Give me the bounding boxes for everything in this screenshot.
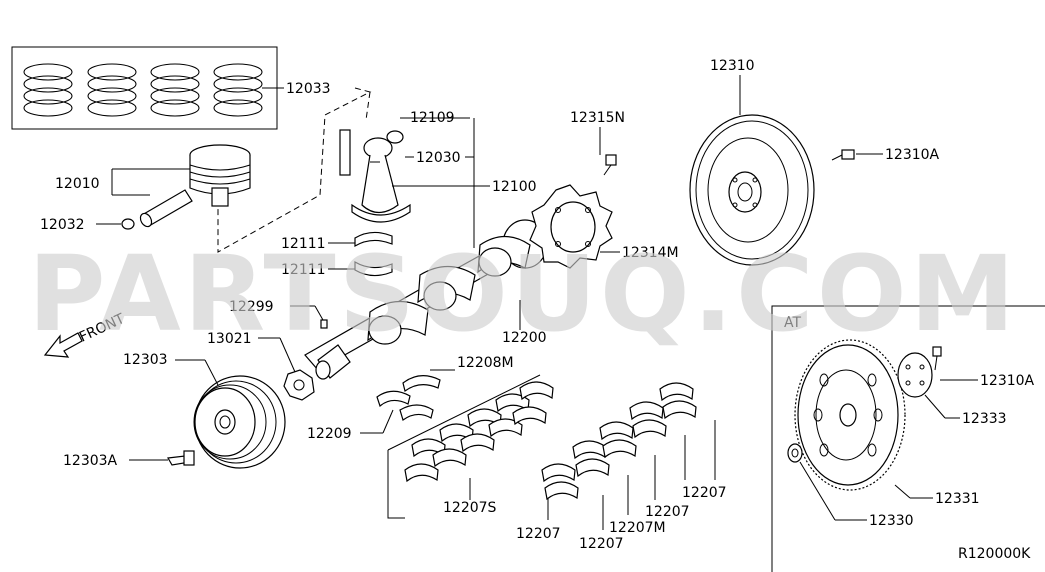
ring-stack-1 xyxy=(23,63,73,117)
piston xyxy=(189,144,251,207)
part-label-12333[interactable]: 12333 xyxy=(962,411,1007,427)
part-label-12207-b[interactable]: 12207 xyxy=(579,536,624,552)
front-arrow-icon xyxy=(43,332,83,358)
part-label-12100[interactable]: 12100 xyxy=(492,179,537,195)
part-label-12315N[interactable]: 12315N xyxy=(570,110,625,126)
piston-pin xyxy=(139,189,193,228)
part-label-12299[interactable]: 12299 xyxy=(229,299,274,315)
part-label-12109[interactable]: 12109 xyxy=(410,110,455,126)
signal-plate-bolt xyxy=(603,154,617,176)
signal-plate xyxy=(529,184,613,269)
main-bearing-set-12207S xyxy=(387,374,554,519)
bearing-row xyxy=(404,381,554,483)
part-label-12207-c[interactable]: 12207 xyxy=(645,504,690,520)
drawing-code: R120000K xyxy=(958,546,1031,562)
flywheel xyxy=(689,114,815,266)
thrust-bearing-12208M xyxy=(402,375,441,393)
part-label-13021[interactable]: 13021 xyxy=(207,331,252,347)
part-label-12033[interactable]: 12033 xyxy=(286,81,331,97)
part-label-12310A-at[interactable]: 12310A xyxy=(980,373,1035,389)
part-label-12030[interactable]: 12030 xyxy=(416,150,461,166)
crank-key xyxy=(320,319,328,329)
rod-bushing xyxy=(386,130,404,144)
at-label: AT xyxy=(784,315,801,331)
drive-plate-bolt xyxy=(932,346,942,371)
part-label-12032[interactable]: 12032 xyxy=(40,217,85,233)
part-label-12207S[interactable]: 12207S xyxy=(443,500,497,516)
part-label-12207M[interactable]: 12207M xyxy=(609,520,666,536)
rod-bearing-lower xyxy=(354,260,393,277)
watermark: PARTSOUQ.COM xyxy=(28,233,1018,355)
crank-pulley-bolt xyxy=(167,450,195,466)
reinforcement-plate xyxy=(897,352,933,398)
ring-stack-3 xyxy=(150,63,200,117)
drive-plate xyxy=(794,339,906,491)
crank-pulley xyxy=(193,375,286,469)
rod-bearing-upper xyxy=(354,231,393,248)
part-label-12331[interactable]: 12331 xyxy=(935,491,980,507)
piston-ring-set: 12033 xyxy=(11,46,331,130)
snap-ring xyxy=(121,218,135,230)
main-bearing-group-12207 xyxy=(541,382,697,501)
part-label-12310A[interactable]: 12310A xyxy=(885,147,940,163)
thrust-washer-12209 xyxy=(376,390,434,421)
part-label-12010[interactable]: 12010 xyxy=(55,176,100,192)
part-label-12310[interactable]: 12310 xyxy=(710,58,755,74)
part-label-12111-lower[interactable]: 12111 xyxy=(281,262,326,278)
part-label-12207-a[interactable]: 12207 xyxy=(516,526,561,542)
part-label-12111-upper[interactable]: 12111 xyxy=(281,236,326,252)
connecting-rod xyxy=(339,129,411,223)
ring-stack-2 xyxy=(87,63,137,117)
part-label-12303A[interactable]: 12303A xyxy=(63,453,118,469)
part-label-12209[interactable]: 12209 xyxy=(307,426,352,442)
part-label-12207-d[interactable]: 12207 xyxy=(682,485,727,501)
part-label-12330[interactable]: 12330 xyxy=(869,513,914,529)
pilot-spacer xyxy=(787,443,803,463)
at-section: AT 12310A xyxy=(771,305,1045,572)
part-label-12208M[interactable]: 12208M xyxy=(457,355,514,371)
flywheel-bolt xyxy=(831,149,855,161)
ring-stack-4 xyxy=(213,63,263,117)
part-label-12303[interactable]: 12303 xyxy=(123,352,168,368)
part-label-12200[interactable]: 12200 xyxy=(502,330,547,346)
part-label-12314M[interactable]: 12314M xyxy=(622,245,679,261)
crank-sprocket-13021 xyxy=(283,369,315,401)
